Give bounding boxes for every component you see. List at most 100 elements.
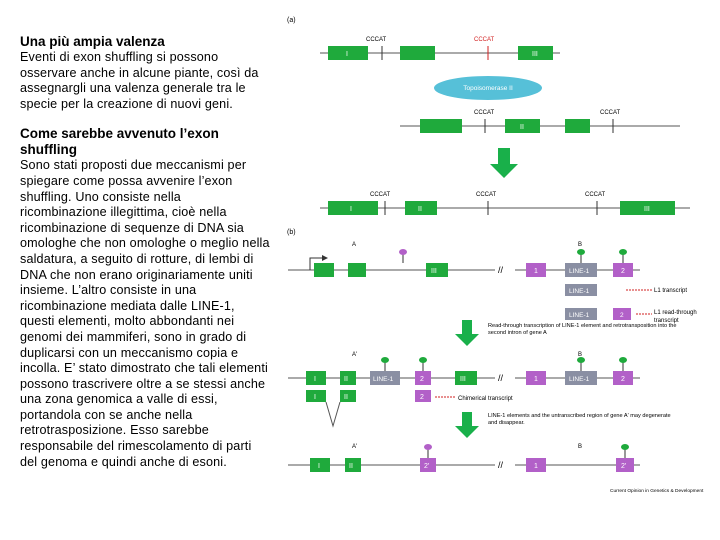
ccaat-red-label: CCCAT (474, 37, 495, 43)
exon-iii-label-row1: III (532, 51, 538, 58)
exon-row2-a (420, 119, 462, 133)
chimera-exon-ii (340, 390, 356, 402)
caption-2-box: LINE-1 elements and the untranscribed re… (488, 413, 671, 426)
topoisomerase-ellipse (434, 76, 542, 100)
chimera-exon-ii-label: II (344, 394, 348, 401)
l1-transcript-label: L1 transcript (654, 288, 687, 294)
gene-b-label-3: B (578, 444, 582, 450)
pin-b2-a (381, 357, 389, 363)
text-column: Una più ampia valenza Eventi di exon shu… (20, 34, 270, 470)
exon-2-label-rt: 2 (620, 312, 624, 319)
exon-i-row1 (328, 46, 368, 60)
exon-2-b2 (415, 371, 431, 385)
exon-1-b2 (526, 371, 546, 385)
line1-readthrough (565, 308, 597, 320)
caption-1-box: Read-through transcription of LINE-1 ele… (488, 323, 677, 336)
exon-ii-label-row2: II (520, 124, 524, 131)
exon-i-b3 (310, 458, 330, 472)
exon-2-label-b2: 2 (420, 376, 424, 383)
line1-transcript (565, 284, 597, 296)
exon-1-b3 (526, 458, 546, 472)
exon-i-b2 (306, 371, 326, 385)
source-credit: Current Opinion in Genetics & Developmen… (610, 488, 704, 494)
line1-b2-b (565, 371, 597, 385)
exon-2-readthrough (613, 308, 631, 320)
line1-label-b2: LINE-1 (373, 376, 394, 383)
down-arrow-b1 (455, 320, 479, 346)
exon-i-label-b2: I (314, 376, 316, 383)
section-heading-1: Una più ampia valenza (20, 34, 165, 49)
panel-a-label: (a) (287, 17, 296, 24)
down-arrow-a (490, 148, 518, 178)
caption-1: Read-through transcription of LINE-1 ele… (488, 323, 677, 336)
line1-label-b1: LINE-1 (569, 268, 590, 275)
exon-2-label-b2b: 2 (621, 376, 625, 383)
line1-b2 (370, 371, 400, 385)
ccaat-label-6: CCCAT (585, 192, 606, 198)
l1-readthrough-line1: L1 read-through (654, 310, 697, 316)
exon-1-label-b2: 1 (534, 376, 538, 383)
exon-2pp-label-b3: 2' (621, 463, 626, 470)
ccaat-label-2: CCCAT (474, 110, 495, 116)
line1-label-b2b: LINE-1 (569, 376, 590, 383)
exon-iii-row3 (620, 201, 675, 215)
exon-iii-b2 (455, 371, 477, 385)
exon-2-b1 (613, 263, 633, 277)
exon-row1-b (400, 46, 435, 60)
exon-ii-label-b3: II (349, 463, 353, 470)
exon-b1-a (314, 263, 334, 277)
ccaat-label-4: CCCAT (370, 192, 391, 198)
pin-b2-b (419, 357, 427, 363)
topoisomerase-label: Topoisomerase II (463, 85, 513, 92)
exon-2p-b3 (420, 458, 436, 472)
chimera-exon-2 (415, 390, 431, 402)
line1-label-t1: LINE-1 (569, 288, 590, 295)
pin-b2-d (619, 357, 627, 363)
l1-readthrough-label: L1 read-through transcript (654, 310, 698, 324)
section-body-1: Eventi di exon shuffling si possono osse… (20, 50, 259, 111)
pin-b1-c (619, 249, 627, 255)
line1-label-t2: LINE-1 (569, 312, 590, 319)
break-slash-3: // (498, 460, 504, 470)
exon-2p-label-b3: 2' (424, 463, 429, 470)
l1-readthrough-line2: transcript (654, 318, 679, 324)
exon-shuffling-figure: (a) I III CCCAT CCCAT Topoisomerase II I… (287, 17, 704, 494)
exon-2-label-b1: 2 (621, 268, 625, 275)
exon-ii-row2 (505, 119, 540, 133)
exon-ii-b3 (345, 458, 361, 472)
exon-i-label-row3: I (350, 206, 352, 213)
exon-2pp-b3 (616, 458, 634, 472)
exon-iii-label-row3: III (644, 206, 650, 213)
ccaat-label-3: CCCAT (600, 110, 621, 116)
down-arrow-b2 (455, 412, 479, 438)
ccaat-label-1: CCCAT (366, 37, 387, 43)
gene-b-label-2: B (578, 352, 582, 358)
section-body-2: Sono stati proposti due meccanismi per s… (20, 158, 270, 469)
pin-b1-b (577, 249, 585, 255)
exon-ii-label-b2: II (344, 376, 348, 383)
section-heading-2: Come sarebbe avvenuto l’exon shuffling (20, 126, 219, 158)
exon-ii-label-row3: II (418, 206, 422, 213)
panel-b-label: (b) (287, 229, 296, 236)
pin-b1-a (399, 249, 407, 255)
pin-b2-c (577, 357, 585, 363)
exon-iii-row1 (518, 46, 553, 60)
exon-1-label-b3: 1 (534, 463, 538, 470)
chimera-exon-i (306, 390, 326, 402)
gene-a-label: A (352, 242, 356, 248)
exon-ii-b2 (340, 371, 356, 385)
break-slash-1: // (498, 265, 504, 275)
chimera-exon-2-label: 2 (420, 394, 424, 401)
ccaat-label-5: CCCAT (476, 192, 497, 198)
exon-iii-label-b1: III (431, 268, 437, 275)
exon-iii-b1 (426, 263, 448, 277)
exon-b1-b (348, 263, 366, 277)
gene-a1-label-2: A' (352, 444, 357, 450)
gene-b-label: B (578, 242, 582, 248)
chimerical-label: Chimerical transcript (458, 396, 513, 402)
gene-a1-label: A' (352, 352, 357, 358)
exon-i-row3 (328, 201, 378, 215)
pin-b3-a (424, 444, 432, 450)
exon-2-b2-b (613, 371, 633, 385)
break-slash-2: // (498, 373, 504, 383)
